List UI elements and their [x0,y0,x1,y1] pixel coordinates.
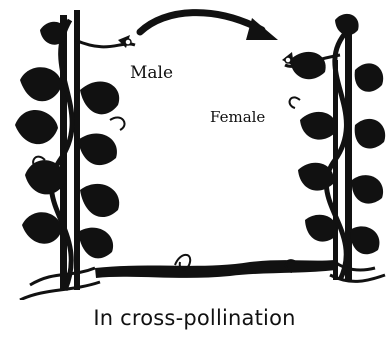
female-plant [282,14,385,280]
male-plant [15,10,135,290]
male-label: Male [130,65,173,82]
female-label: Female [210,110,265,125]
figure-caption: In cross-pollination [0,308,389,329]
ground-strip [95,260,336,278]
pollen-transfer-arrow [140,13,278,40]
plant-diagram [0,0,389,300]
